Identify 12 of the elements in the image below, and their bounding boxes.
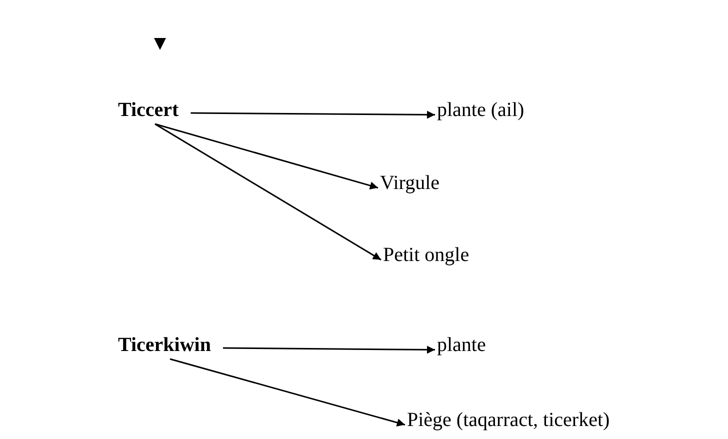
arrow bbox=[170, 358, 406, 426]
node-text: Petit ongle bbox=[383, 243, 470, 267]
arrow bbox=[154, 123, 382, 260]
arrow bbox=[154, 123, 378, 190]
node-text: Piège (taqarract, ticerket) bbox=[407, 408, 610, 432]
node-text: Ticerkiwin bbox=[118, 333, 211, 357]
node-text: Ticcert bbox=[118, 98, 179, 122]
arrow bbox=[222, 346, 435, 354]
node-text: Virgule bbox=[380, 171, 440, 195]
node-text: plante bbox=[437, 333, 486, 357]
arrow bbox=[190, 110, 435, 119]
node-text: plante (ail) bbox=[437, 98, 524, 122]
